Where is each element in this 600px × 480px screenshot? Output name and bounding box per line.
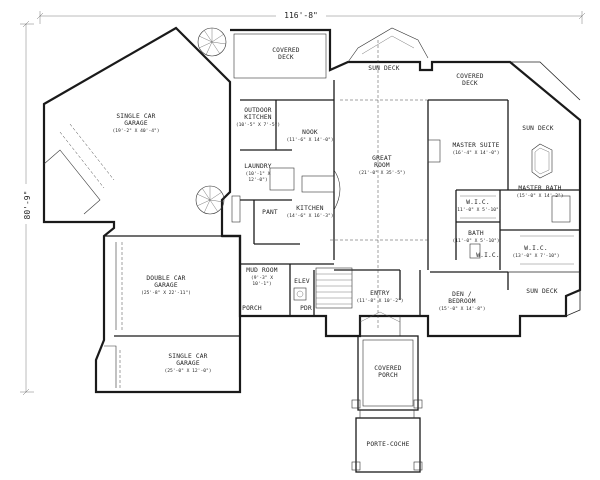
wic-1-name: W.I.C.	[466, 199, 490, 206]
overall-width-label: 116'-8"	[284, 11, 318, 20]
garage-single-bottom-name-1: SINGLE CAR	[168, 353, 207, 360]
main-stair	[315, 267, 353, 309]
outdoor-kitchen-name-2: KITCHEN	[244, 114, 272, 121]
master-suite-name: MASTER SUITE	[452, 142, 499, 149]
laundry-name: LAUNDRY	[244, 163, 272, 170]
overall-width-dimension: 116'-8"	[36, 9, 586, 24]
garage-single-top-size: (19'-2" X 40'-4")	[112, 128, 159, 134]
garage-single-top-name-2: GARAGE	[124, 120, 148, 127]
garage-double-name-2: GARAGE	[154, 282, 178, 289]
sun-deck-bottom-right-name: SUN DECK	[526, 288, 557, 295]
sun-deck-right-name: SUN DECK	[522, 125, 553, 132]
great-room-size: (21'-0" X 35'-5")	[358, 170, 405, 176]
kitchen-size: (14'-6" X 16'-3")	[286, 213, 333, 219]
kitchen-name: KITCHEN	[296, 205, 324, 212]
porte-cochere-name: PORTE-COCHE	[366, 441, 409, 448]
porch-left-name: PORCH	[242, 305, 262, 312]
nook-name: NOOK	[302, 129, 318, 136]
wic-3-name: W.I.C.	[524, 245, 548, 252]
porch-and-porte-cochere	[351, 335, 423, 473]
mud-room-name: MUD ROOM	[246, 267, 277, 274]
sun-deck-top-name: SUN DECK	[368, 65, 399, 72]
entry-name: ENTRY	[370, 290, 390, 297]
laundry-size-1: (10'-1" X	[246, 171, 271, 177]
den-name-2: BEDROOM	[448, 298, 476, 305]
main-house	[222, 27, 582, 338]
bath-name: BATH	[468, 230, 484, 237]
den-name-1: DEN /	[452, 291, 472, 298]
garage-wing	[42, 26, 242, 394]
garage-single-bottom-name-2: GARAGE	[176, 360, 200, 367]
covered-porch-name-2: PORCH	[378, 372, 398, 379]
nook-size: (11'-6" X 14'-0")	[286, 137, 333, 143]
overall-depth-label: 80'-9"	[23, 191, 32, 220]
mud-room-size-1: (9'-3" X	[251, 275, 273, 281]
wic-1-size: (11'-0" X 5'-10")	[454, 207, 501, 213]
wic-3-size: (13'-0" X 7'-10")	[512, 253, 559, 259]
garage-single-bottom-size: (25'-0" X 12'-0")	[164, 368, 211, 374]
garage-double-size: (25'-8" X 22'-11")	[141, 290, 191, 296]
pantry-name: PANT	[262, 209, 278, 216]
powder-name: PDR	[300, 305, 312, 312]
outdoor-kitchen-name-1: OUTDOOR	[244, 107, 272, 114]
great-room-name-2: ROOM	[374, 162, 390, 169]
den-size: (15'-0" X 14'-8")	[438, 306, 485, 312]
laundry-size-2: 12'-0")	[248, 177, 267, 183]
master-suite-size: (16'-4" X 14'-0")	[452, 150, 499, 156]
entry-size: (11'-8" X 10'-2")	[356, 298, 403, 304]
garage-double-name-1: DOUBLE CAR	[146, 275, 185, 282]
mud-room-size-2: 10'-1")	[252, 281, 271, 287]
covered-porch-name-1: COVERED	[374, 365, 402, 372]
room-labels: SINGLE CAR GARAGE (19'-2" X 40'-4") DOUB…	[112, 47, 563, 448]
covered-deck-right-name-1: COVERED	[456, 73, 484, 80]
covered-deck-left-name-2: DECK	[278, 54, 294, 61]
bath-size: (11'-0" X 5'-10")	[452, 238, 499, 244]
covered-deck-right-name-2: DECK	[462, 80, 478, 87]
garage-single-top-name-1: SINGLE CAR	[116, 113, 155, 120]
wic-2-name: W.I.C.	[476, 252, 500, 259]
master-bath-size: (15'-0" X 14'-2")	[516, 193, 563, 199]
master-bath-name: MASTER BATH	[518, 185, 561, 192]
outdoor-kitchen-size: (10'-5" X 7'-5")	[236, 122, 280, 128]
overall-depth-dimension: 80'-9"	[20, 20, 34, 396]
great-room-name-1: GREAT	[372, 155, 392, 162]
elevator-name: ELEV	[294, 278, 310, 285]
covered-deck-left-name-1: COVERED	[272, 47, 300, 54]
